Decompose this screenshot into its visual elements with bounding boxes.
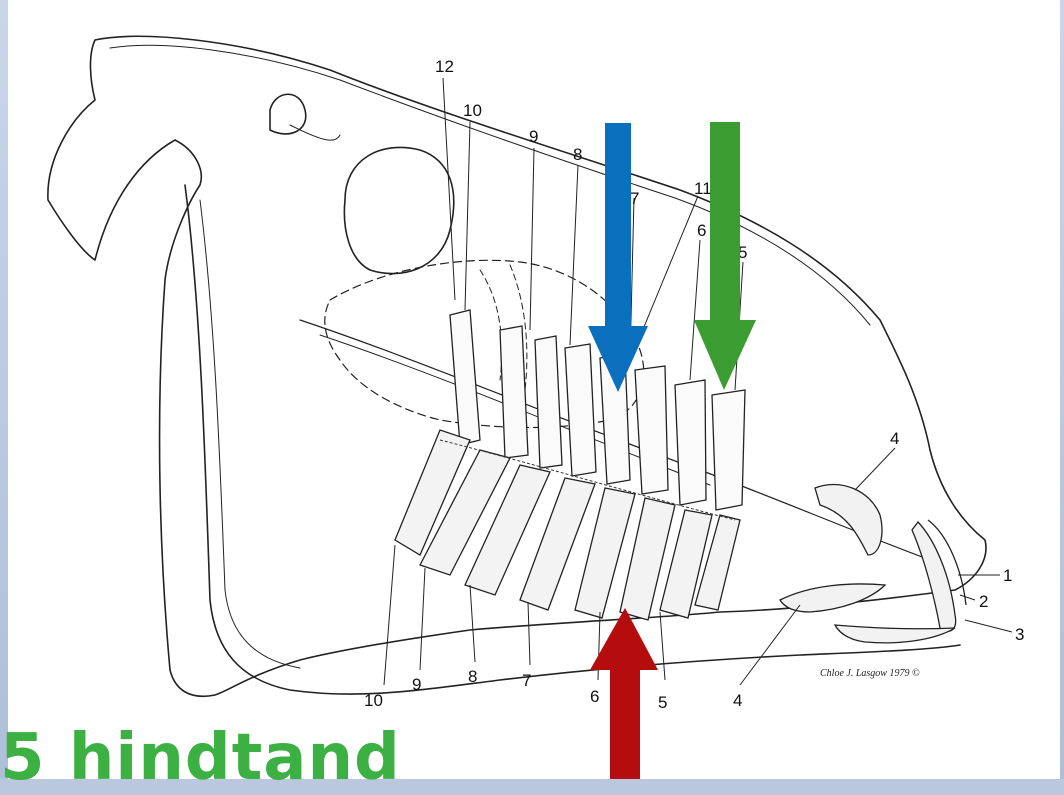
canine-lower	[780, 584, 885, 612]
label-2: 2	[979, 592, 988, 611]
label-7-top: 7	[630, 189, 639, 208]
crest-loop	[270, 94, 306, 134]
label-12: 12	[435, 57, 454, 76]
slide-title: 5 hindtand	[0, 726, 401, 790]
skull-inner-outline	[110, 45, 870, 325]
label-4-bottom: 4	[733, 691, 742, 710]
label-6-bottom: 6	[590, 687, 599, 706]
tooth-roots-dashed	[325, 260, 644, 427]
red-arrow	[590, 608, 658, 779]
label-10-bottom: 10	[364, 691, 383, 710]
eye-orbit	[344, 147, 453, 273]
mandible-inner	[200, 200, 300, 668]
incisor-lower	[835, 625, 955, 643]
label-9-top: 9	[529, 127, 538, 146]
artist-signature: Chloe J. Lasgow 1979 ©	[820, 668, 920, 679]
label-1: 1	[1003, 566, 1012, 585]
label-8-top: 8	[573, 145, 582, 164]
label-8-bottom: 8	[468, 667, 477, 686]
label-11: 11	[694, 179, 712, 198]
label-10-top: 10	[463, 101, 482, 120]
label-6-top: 6	[697, 221, 706, 240]
label-5-bottom: 5	[658, 693, 667, 712]
label-3: 3	[1015, 625, 1024, 644]
incisor-upper	[912, 522, 956, 631]
horse-skull-diagram: 12 10 9 8 7 11 6 5 4 1 2 3 10 9 8 7 6 5 …	[0, 0, 1064, 779]
label-4-top: 4	[890, 429, 899, 448]
canine-upper	[815, 484, 882, 555]
label-9-bottom: 9	[412, 675, 421, 694]
label-7-bottom: 7	[522, 671, 531, 690]
